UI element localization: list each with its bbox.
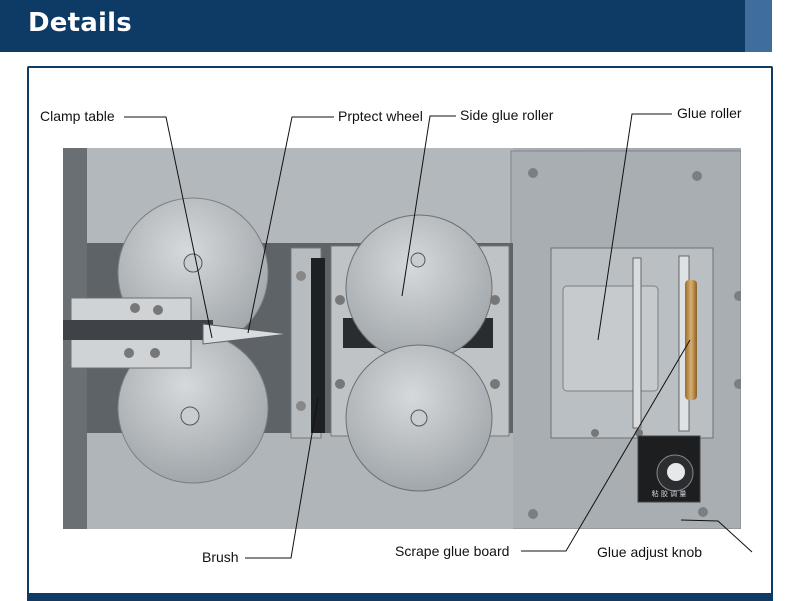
footer-bar xyxy=(27,593,773,601)
label-side-glue-roller: Side glue roller xyxy=(460,107,554,123)
label-clamp-table: Clamp table xyxy=(40,108,115,124)
label-glue-roller: Glue roller xyxy=(677,105,742,121)
label-scrape-glue-board: Scrape glue board xyxy=(395,543,510,559)
header-bar: Details xyxy=(0,0,745,52)
label-protect-wheel: Prptect wheel xyxy=(338,108,423,124)
header-accent xyxy=(745,0,772,52)
label-brush: Brush xyxy=(202,549,239,565)
label-glue-adjust-knob: Glue adjust knob xyxy=(597,544,703,560)
page-title: Details xyxy=(28,8,132,38)
knob-panel-caption: 粘 胶 调 量 xyxy=(652,489,687,498)
machine-photo: 粘 胶 调 量 xyxy=(63,148,741,529)
machine-illustration: 粘 胶 调 量 xyxy=(63,148,741,529)
